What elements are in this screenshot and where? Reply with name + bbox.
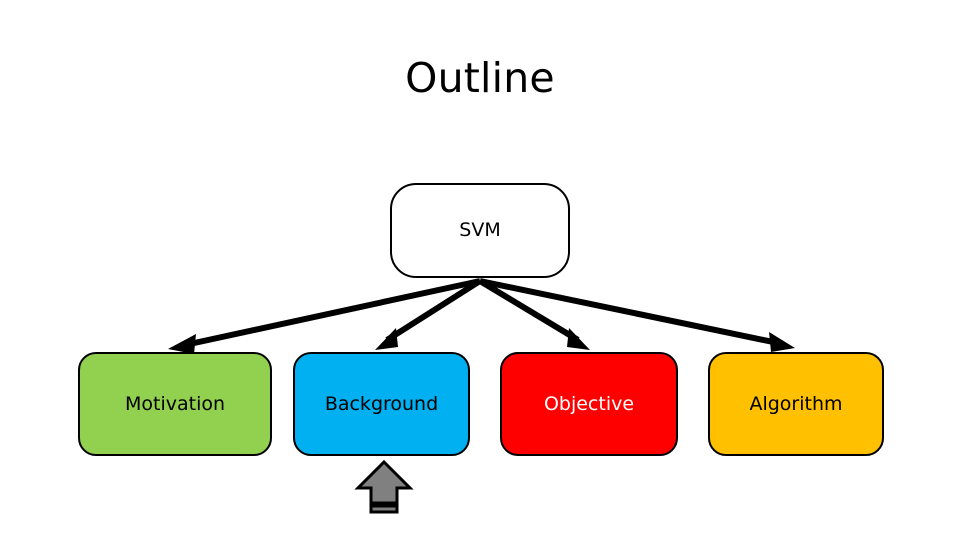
node-svm-label: SVM [459,219,501,242]
arrowhead-objective [567,328,590,350]
arrowhead-background [375,328,398,350]
node-algorithm[interactable]: Algorithm [708,352,884,456]
node-background[interactable]: Background [293,352,470,456]
up-arrow-highlight-icon [354,459,414,514]
node-objective-label: Objective [543,392,635,415]
connector-svm-to-objective [478,278,580,343]
arrowhead-motivation [168,334,196,354]
node-motivation[interactable]: Motivation [78,352,272,456]
arrowhead-algorithm [769,332,795,352]
connector-svm-to-algorithm [479,278,779,346]
connector-svm-to-background [385,278,482,343]
node-motivation-label: Motivation [124,392,226,415]
connector-svm-to-motivation [184,278,481,348]
node-objective[interactable]: Objective [500,352,678,456]
node-svm[interactable]: SVM [390,183,570,278]
node-algorithm-label: Algorithm [749,392,843,415]
page-title: Outline [405,54,555,102]
node-background-label: Background [324,392,439,415]
